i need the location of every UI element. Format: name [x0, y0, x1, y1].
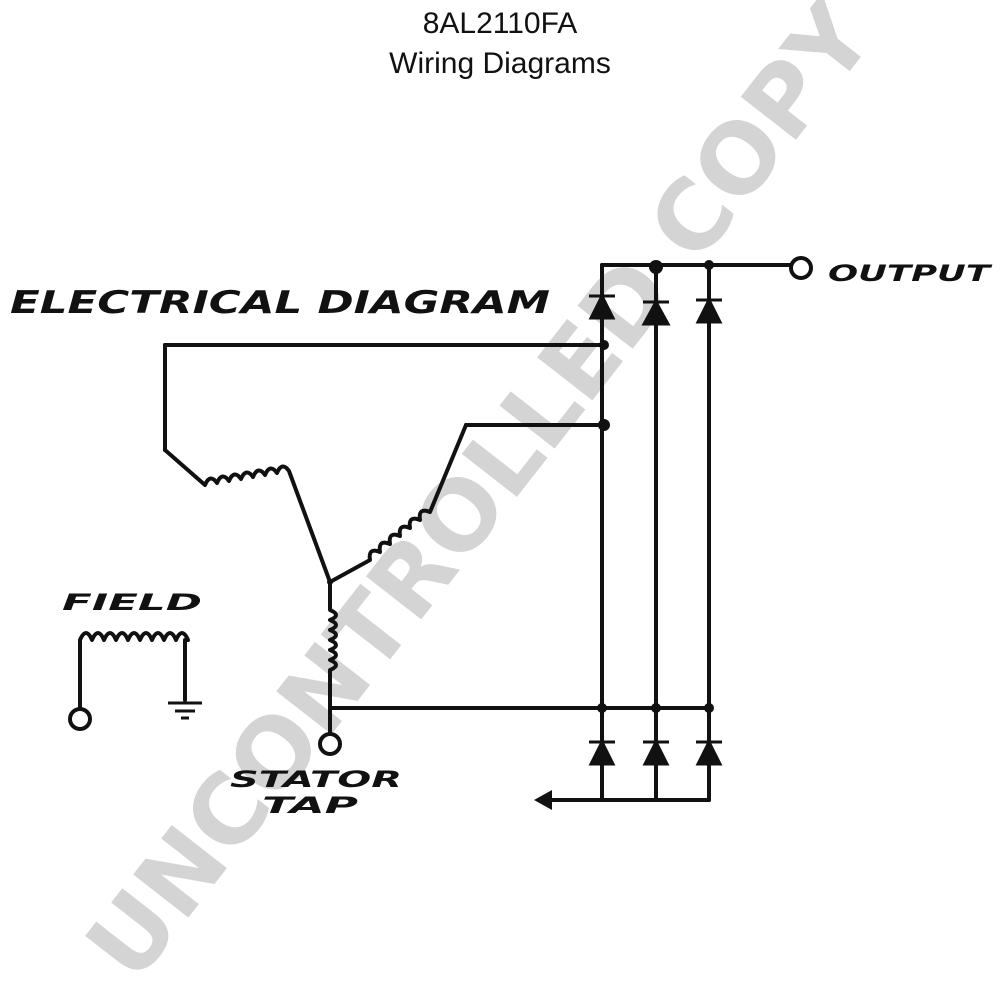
junction-dot	[704, 703, 714, 713]
diode-upper-2	[641, 298, 671, 326]
diagram-title: ELECTRICAL DIAGRAM	[10, 285, 550, 321]
diodes-lower	[588, 738, 723, 766]
model-number: 8AL2110FA	[422, 7, 578, 40]
junction-dot	[649, 260, 663, 274]
output-terminal-icon	[789, 256, 813, 280]
stator-winding-c	[328, 580, 338, 710]
junction-dot	[599, 340, 609, 350]
field-coil	[78, 631, 190, 712]
terminals	[68, 256, 813, 756]
junctions	[327, 260, 714, 713]
field-label: FIELD	[62, 591, 202, 616]
stator-label: STATOR	[230, 768, 402, 793]
junction-dot	[651, 703, 661, 713]
diodes-upper	[588, 292, 723, 326]
stator-winding-b	[328, 423, 468, 584]
diode-lower-3	[695, 738, 723, 766]
junction-dot	[704, 260, 714, 270]
diode-upper-3	[695, 296, 723, 324]
output-label: OUTPUT	[828, 262, 993, 287]
tap-label: TAP	[262, 794, 358, 819]
stator-tap-terminal-icon	[318, 732, 342, 756]
ground-symbol-icon	[168, 701, 202, 720]
field-terminal-icon	[68, 707, 92, 731]
diode-lower-1	[588, 738, 616, 766]
page-header: 8AL2110FA Wiring Diagrams	[0, 0, 1000, 84]
stator-winding-a	[163, 448, 332, 584]
diode-lower-2	[642, 738, 670, 766]
watermark-text: UNCONTROLLED COPY	[65, 0, 896, 989]
page-subtitle: Wiring Diagrams	[389, 47, 611, 80]
junction-dot	[598, 419, 610, 431]
junction-dot	[327, 579, 333, 585]
diode-upper-1	[588, 292, 616, 320]
ground-arrow-icon	[534, 790, 552, 810]
junction-dot	[597, 703, 607, 713]
